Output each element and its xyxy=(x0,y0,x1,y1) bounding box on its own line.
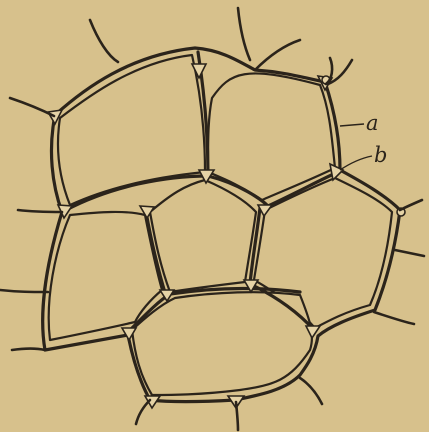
label-b: b xyxy=(374,143,387,167)
wall-stub xyxy=(238,8,250,60)
label-b-leader xyxy=(340,156,372,170)
wall-stub xyxy=(136,400,150,424)
annotation-a: a xyxy=(340,111,379,135)
wall-stub xyxy=(18,210,62,212)
wall-stub xyxy=(300,378,322,404)
wall-stub xyxy=(236,402,238,430)
label-a: a xyxy=(366,111,379,135)
cell-center xyxy=(150,180,256,292)
wall-stub xyxy=(10,98,54,116)
wall-stub xyxy=(0,290,48,292)
cell-bottom xyxy=(132,292,312,395)
wall-stub xyxy=(400,200,422,210)
cell-lumens xyxy=(49,55,392,395)
label-a-leader xyxy=(340,124,364,126)
wall-stub xyxy=(255,40,300,70)
annotation-b: b xyxy=(340,143,387,170)
cell-top-left xyxy=(58,55,205,205)
wall-stub xyxy=(395,250,424,256)
wall-stub xyxy=(374,312,414,324)
wall-stub xyxy=(90,20,118,62)
wall-stub xyxy=(12,349,45,351)
